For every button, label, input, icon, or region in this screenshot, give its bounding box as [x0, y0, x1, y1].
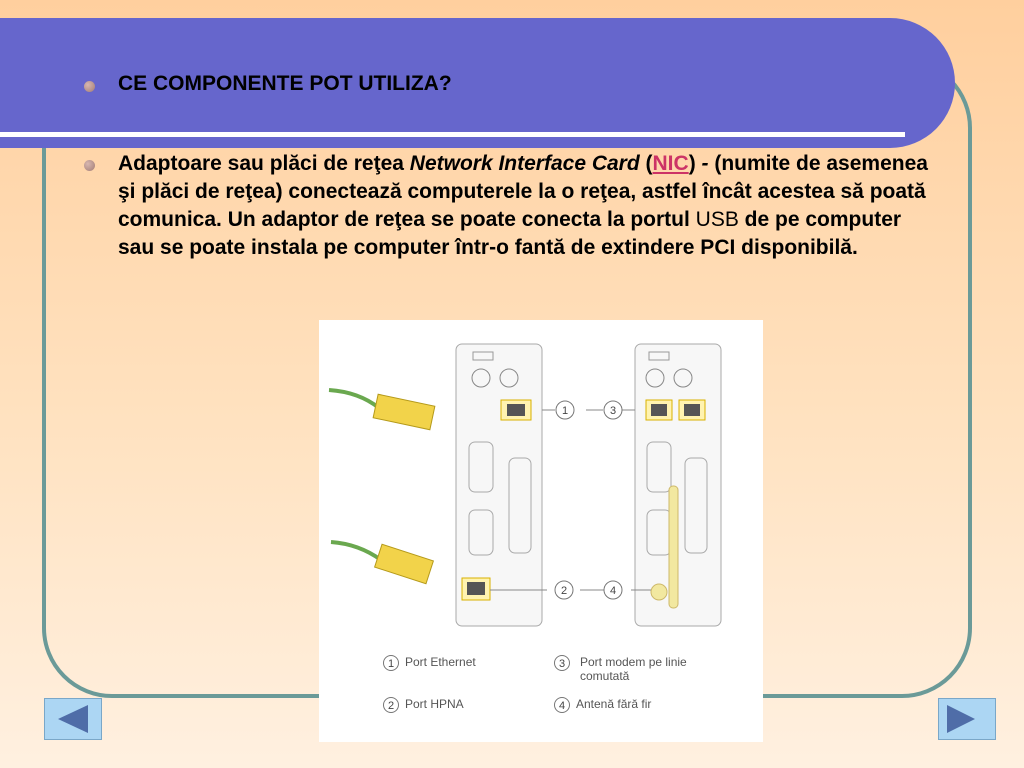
- legend-label-2: Port HPNA: [405, 697, 464, 711]
- body-bullet: [84, 160, 95, 171]
- left-arrow-icon: [58, 705, 88, 733]
- next-slide-button[interactable]: [938, 698, 996, 740]
- callout-3: 3: [603, 400, 623, 420]
- body-text-dash: -: [695, 152, 715, 175]
- body-text-open-paren: (: [639, 152, 653, 175]
- callout-2-label: 2: [561, 585, 567, 597]
- ethernet-cable-bottom: [330, 540, 435, 585]
- ethernet-cable-top: [328, 388, 436, 431]
- legend-item-3: 3 Port modem pe linie comutată: [554, 655, 704, 683]
- title-divider: [0, 132, 905, 137]
- nic-link[interactable]: NIC: [652, 152, 689, 175]
- computer-back-panel-right: [634, 343, 722, 627]
- callout-3-label: 3: [610, 405, 616, 417]
- antenna: [668, 485, 679, 609]
- legend-item-2: 2 Port HPNA: [383, 697, 464, 713]
- legend-item-1: 1 Port Ethernet: [383, 655, 476, 671]
- legend-item-4: 4 Antenă fără fir: [554, 697, 651, 713]
- slide-title: CE COMPONENTE POT UTILIZA?: [118, 72, 452, 95]
- body-text-usb: USB: [695, 208, 739, 231]
- title-bar: [0, 18, 955, 148]
- previous-slide-button[interactable]: [44, 698, 102, 740]
- legend-number-4: 4: [554, 697, 570, 713]
- legend-number-2: 2: [383, 697, 399, 713]
- body-text-part2: (numite de asemenea şi plăci de reţea) c…: [118, 152, 928, 231]
- legend-label-4: Antenă fără fir: [576, 697, 652, 711]
- legend-number-3: 3: [554, 655, 570, 671]
- title-bullet: [84, 81, 95, 92]
- computer-back-panel-left: [455, 343, 543, 627]
- callout-1-label: 1: [562, 405, 568, 417]
- body-text-close-paren: ): [688, 152, 696, 175]
- callout-1: 1: [555, 400, 575, 420]
- legend-number-1: 1: [383, 655, 399, 671]
- body-text-italic: Network Interface Card: [409, 152, 640, 175]
- body-text-part3: de pe computer sau se poate instala pe c…: [118, 208, 902, 259]
- right-arrow-icon: [947, 705, 975, 733]
- ports-illustration: 1 3 2 4: [328, 343, 722, 627]
- legend-label-3: Port modem pe linie comutată: [580, 655, 687, 683]
- legend-label-1: Port Ethernet: [405, 655, 476, 669]
- body-paragraph: Adaptoare sau plăci de reţea Network Int…: [118, 150, 943, 262]
- callout-4-label: 4: [610, 585, 616, 597]
- body-text-part1: Adaptoare sau plăci de reţea: [118, 152, 410, 175]
- callout-2: 2: [554, 580, 574, 600]
- callout-4: 4: [603, 580, 623, 600]
